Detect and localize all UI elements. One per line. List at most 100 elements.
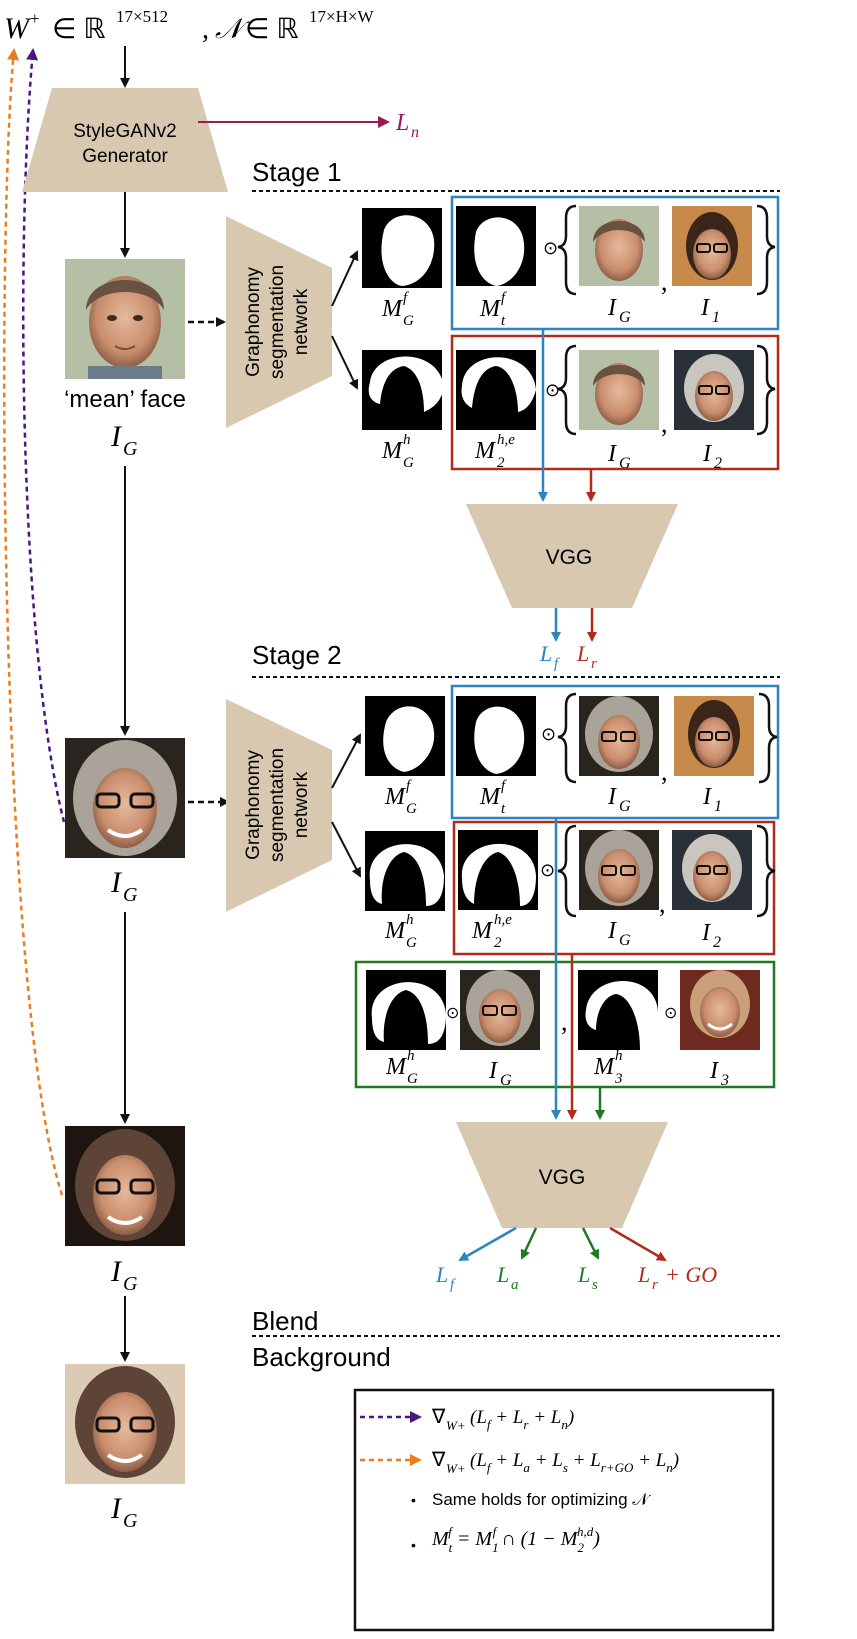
s1-right-brace-2 — [756, 344, 776, 436]
ig-label-4: I — [110, 1492, 123, 1525]
w-plus-symbol: W — [4, 12, 32, 45]
g-i3-I: I — [709, 1058, 719, 1084]
s2-la-L: L — [496, 1262, 509, 1287]
stage2-face-loss-box — [450, 684, 780, 820]
seg1-label-line3: network — [291, 288, 312, 355]
stage2-mg-face-mask — [365, 696, 445, 776]
s2-left-brace-2 — [557, 824, 577, 918]
s2-mgh-sub: G — [406, 935, 417, 951]
stage-1-title: Stage 1 — [252, 157, 342, 187]
stage2-mt-face-mask — [456, 696, 536, 776]
s2-lf-L: L — [435, 1262, 448, 1287]
generator-label-line2: Generator — [82, 146, 168, 167]
s2-ls-sub: s — [592, 1277, 598, 1293]
s2-ig-face-thumb-1 — [579, 696, 659, 776]
stage2-generated-image — [65, 738, 185, 858]
s2-m2he-M: M — [471, 918, 494, 944]
stage1-mt-face-mask — [456, 206, 536, 286]
stage1-vgg-label: VGG — [546, 546, 593, 569]
s1-comma-2: , — [661, 409, 668, 438]
ig-label-3-sub: G — [123, 1273, 138, 1295]
ln-loss-label: L — [395, 110, 409, 136]
legend-row4-expression: Mtf = M1f ∩ (1 − M2h,d) — [431, 1524, 600, 1555]
s2-lf-sub: f — [450, 1277, 456, 1293]
stage1-vgg-trapezoid — [466, 504, 678, 608]
dims-1: 17×512 — [116, 7, 168, 26]
header-comma: , — [202, 14, 209, 45]
s2-i2-face-thumb — [672, 830, 752, 910]
s1-m2he-sup: h,e — [497, 432, 515, 448]
s1-ig-face-thumb-1 — [579, 206, 659, 286]
s1-mgf-M: M — [381, 296, 404, 322]
ig-label-3: I — [110, 1255, 123, 1288]
stage1-mg-face-mask — [362, 208, 442, 288]
segmentation-network-1-trapezoid — [226, 216, 332, 428]
seg1-label-line2: segmentation — [267, 265, 288, 379]
ig-label-2-sub: G — [123, 884, 138, 906]
s1-lr-sub: r — [591, 656, 597, 672]
legend-wplus-sub-1: W+ — [446, 1418, 466, 1433]
s2-mgf-sub: G — [406, 801, 417, 817]
s2-mtf-M: M — [479, 784, 502, 810]
legend-bullet-2: • — [411, 1537, 416, 1553]
stage2-appearance-loss-box — [354, 960, 776, 1089]
s1-mgh-sub: G — [403, 455, 414, 471]
s2-i1-face-thumb — [674, 696, 754, 776]
w-plus-superscript: + — [30, 9, 40, 28]
in-reals-1: ∈ ℝ — [52, 14, 106, 45]
seg2-label-line1: Graphonomy — [243, 750, 264, 860]
s1-i2-face-thumb — [674, 350, 754, 430]
legend-nabla-2: ∇ — [431, 1449, 446, 1471]
s2-ig-face-thumb-2 — [579, 830, 659, 910]
s2-comma-2: , — [659, 889, 666, 918]
s1-odot-1: ⊙ — [543, 238, 558, 258]
s2-odot-1: ⊙ — [541, 724, 556, 744]
s1-right-brace-1 — [756, 204, 776, 296]
s1-mgh-sup: h — [403, 432, 411, 448]
purple-gradient-path — [21, 48, 66, 823]
s1-mtf-sup: f — [501, 290, 507, 306]
s2-m2he-sup: h,e — [494, 912, 512, 928]
seg1-label-line1: Graphonomy — [243, 267, 264, 377]
s1-ig-2-sub: G — [619, 455, 631, 472]
s1-left-brace-2 — [557, 344, 577, 436]
s2-comma-1: , — [661, 757, 668, 786]
s1-ig-1-I: I — [607, 295, 617, 321]
s1-ig-2-I: I — [607, 441, 617, 467]
background-title: Background — [252, 1342, 391, 1372]
arrow-seg1-to-hair-mask — [331, 335, 359, 390]
s2-odot-2: ⊙ — [540, 860, 555, 880]
ig-label-1-sub: G — [123, 438, 138, 460]
blend-title: Blend — [252, 1306, 319, 1336]
stage2-vgg-trapezoid — [456, 1122, 668, 1228]
mean-face-image — [65, 259, 185, 379]
s2-right-brace-1 — [758, 692, 778, 784]
ig-label-2: I — [110, 866, 123, 899]
segmentation-network-2-trapezoid — [226, 699, 332, 912]
s2-i2-sub: 2 — [713, 934, 721, 951]
stage1-m2he-hair-mask — [456, 350, 536, 430]
s2-i1-I: I — [702, 784, 712, 810]
stage2-vgg-to-lf — [458, 1226, 517, 1262]
s1-odot-2: ⊙ — [545, 380, 560, 400]
g-mgh-sup: h — [407, 1048, 415, 1064]
g-m3-sup: h — [615, 1048, 623, 1064]
s1-i2-sub: 2 — [714, 455, 722, 472]
in-reals-2: ∈ ℝ — [245, 14, 299, 45]
stage-2-title: Stage 2 — [252, 640, 342, 670]
green-i3-face-thumb — [680, 970, 760, 1050]
s2-i1-sub: 1 — [714, 798, 722, 815]
green-m3-hair-mask — [578, 970, 658, 1050]
arrow-seg2-to-face-mask — [331, 733, 361, 789]
s1-ig-1-sub: G — [619, 309, 631, 326]
stage2-mg-hair-mask — [365, 831, 445, 911]
s1-comma-1: , — [661, 267, 668, 296]
s1-mgf-sup: f — [403, 290, 409, 306]
g-i3-sub: 3 — [720, 1072, 729, 1089]
arrow-seg1-to-face-mask — [331, 250, 359, 307]
stage2-vgg-label: VGG — [539, 1166, 586, 1189]
s2-mgh-sup: h — [406, 912, 414, 928]
generator-label-line1: StyleGANv2 — [73, 121, 176, 142]
s1-mtf-M: M — [479, 296, 502, 322]
s1-lf-sub: f — [554, 656, 560, 672]
